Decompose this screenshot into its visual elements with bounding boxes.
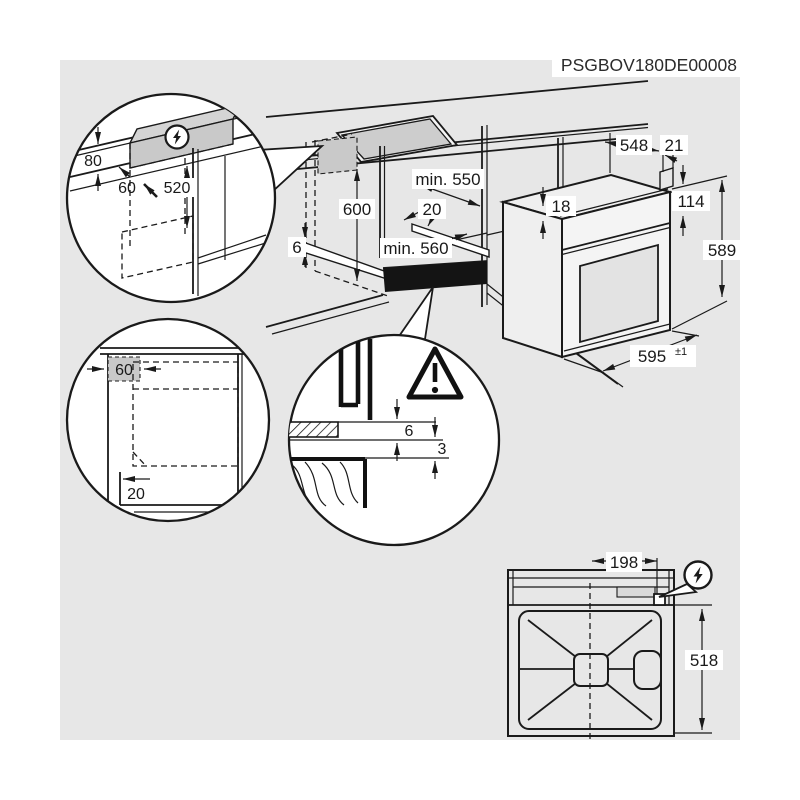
dim-80: 80	[84, 153, 102, 170]
dim-min-550: min. 550	[415, 170, 480, 189]
dim-114: 114	[677, 192, 704, 211]
lightning-bolt-icon-rear	[683, 560, 713, 590]
dim-589: 589	[708, 241, 736, 260]
drawing-title: PSGBOV180DE00008	[552, 46, 744, 77]
rear-side-bulge	[633, 650, 662, 690]
detail-connection-space-content: 80 60 520	[69, 103, 275, 296]
dim-595: 595	[638, 347, 666, 366]
worktop-section-hatch	[289, 421, 339, 438]
dim-6: 6	[292, 238, 301, 257]
pointer-arrow-icon	[143, 183, 158, 198]
warning-triangle-icon	[406, 346, 464, 400]
oven-dimensions: 548 21 18 114 589 595 ±1	[540, 133, 741, 374]
dim-21: 21	[665, 136, 684, 155]
detail-zone-shading	[317, 136, 358, 175]
oven-door-window	[579, 243, 659, 344]
dim-60-zone: 60	[115, 362, 133, 379]
dim-20: 20	[423, 200, 442, 219]
mains-connection-box	[659, 167, 674, 191]
dim-3-gap: 3	[438, 441, 447, 458]
dim-20-plinth: 20	[127, 486, 145, 503]
cabinet-dimensions: 600 min. 550 20 min. 560 6	[288, 169, 484, 281]
dim-518: 518	[690, 651, 718, 670]
dim-198: 198	[610, 553, 638, 572]
mains-terminal-box	[653, 593, 666, 606]
dim-548: 548	[620, 136, 648, 155]
oven-isometric	[499, 167, 674, 359]
dim-600: 600	[343, 200, 371, 219]
dim-595-tolerance: ±1	[675, 346, 687, 358]
dim-6-gap: 6	[405, 423, 414, 440]
dim-60-offset: 60	[118, 180, 136, 197]
oven-rear-view: 198 518	[507, 552, 723, 742]
dim-18: 18	[552, 197, 571, 216]
dim-520: 520	[164, 180, 191, 197]
plinth-recess	[383, 261, 487, 292]
detail-front-gap-content: 6 3	[289, 339, 464, 508]
dim-min-560: min. 560	[383, 239, 448, 258]
wood-panel-section	[289, 457, 367, 508]
terminal-strip	[616, 586, 656, 598]
connection-zone-shading	[107, 356, 141, 382]
rear-center-plate	[573, 653, 609, 687]
detail-side-view-content: 60 20	[87, 347, 252, 513]
drawing-code: PSGBOV180DE00008	[561, 55, 737, 75]
lightning-bolt-icon	[164, 124, 190, 150]
oven-outline-dashed	[132, 361, 239, 467]
